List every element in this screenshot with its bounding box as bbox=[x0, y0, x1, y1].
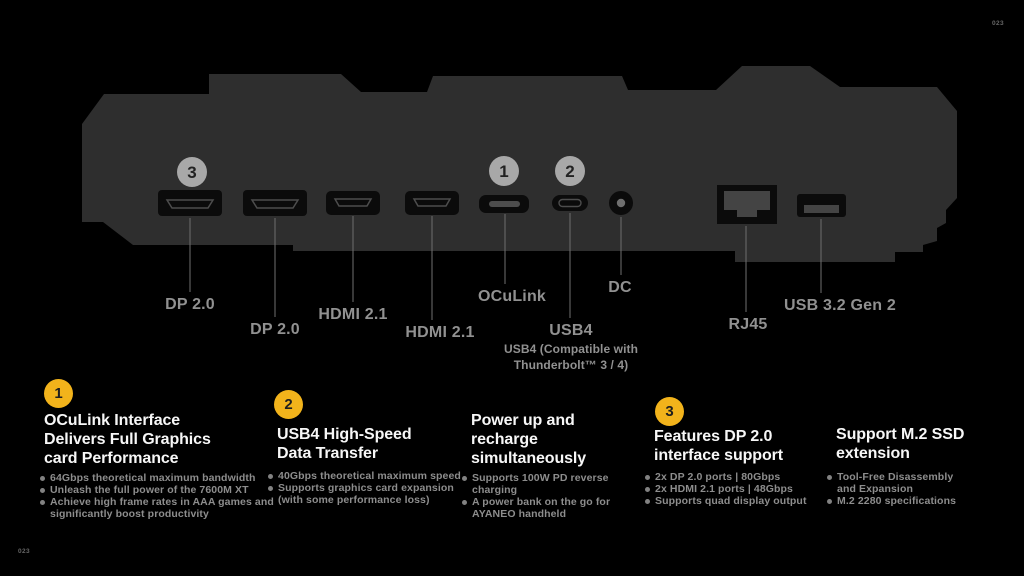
callout-3-heading: Power up and recharge simultaneously bbox=[471, 411, 586, 468]
usb4-port bbox=[552, 195, 588, 211]
port-sublabel-usb4-line1: USB4 (Compatible with bbox=[503, 342, 639, 356]
port-label-dp2: DP 2.0 bbox=[250, 321, 300, 338]
bullet-dot bbox=[268, 485, 273, 491]
heading-line: OCuLink Interface bbox=[44, 412, 181, 429]
bullet-dot bbox=[462, 475, 467, 481]
bullet-item-continuation: significantly boost productivity bbox=[50, 508, 209, 520]
hdmi-port-2 bbox=[405, 191, 459, 215]
bullet-dot bbox=[827, 474, 832, 480]
bullet-item-continuation: (with some performance loss) bbox=[278, 494, 430, 506]
port-label-oculink: OCuLink bbox=[477, 288, 547, 305]
callout-2-heading: USB4 High-Speed Data Transfer bbox=[277, 425, 412, 463]
bullet-dot bbox=[462, 499, 467, 505]
ports bbox=[158, 185, 846, 224]
bullet-dot bbox=[40, 487, 45, 493]
marker-number-3: 3 bbox=[187, 163, 196, 182]
callout-4-heading: Features DP 2.0 interface support bbox=[654, 427, 783, 465]
device-rear-illustration: 3 1 2 bbox=[82, 66, 957, 320]
device-markers: 3 1 2 bbox=[177, 156, 585, 187]
port-label-usb32: USB 3.2 Gen 2 bbox=[784, 297, 896, 314]
dc-jack-pin bbox=[616, 198, 626, 208]
marker-circle-2 bbox=[555, 156, 585, 186]
bullet-item: A power bank on the go for bbox=[462, 496, 610, 508]
hdmi-port-1-slot bbox=[333, 198, 373, 207]
callout-4-number: 3 bbox=[665, 403, 674, 420]
heading-line: USB4 High-Speed bbox=[277, 426, 412, 443]
usb4-port-slot bbox=[558, 198, 582, 208]
bullet-item: Supports 100W PD reverse bbox=[462, 472, 610, 484]
port-label-hdmi1: HDMI 2.1 bbox=[318, 306, 388, 323]
dp-port-1-slot bbox=[165, 199, 215, 209]
bullet-item: 64Gbps theoretical maximum bandwidth bbox=[40, 472, 274, 484]
heading-line: extension bbox=[836, 445, 910, 462]
callout-2-badge: 2 bbox=[274, 390, 303, 419]
heading-line: interface support bbox=[654, 447, 783, 464]
bullet-dot bbox=[827, 498, 832, 504]
port-label-dp1: DP 2.0 bbox=[165, 296, 215, 313]
callout-3-bullets: Supports 100W PD reverse charging A powe… bbox=[462, 472, 610, 520]
heading-line: Delivers Full Graphics bbox=[44, 431, 211, 448]
port-sublabel-usb4-line2: Thunderbolt™ 3 / 4) bbox=[513, 358, 629, 372]
callout-5-heading: Support M.2 SSD extension bbox=[836, 425, 964, 463]
bullet-dot bbox=[645, 474, 650, 480]
callout-1-number: 1 bbox=[54, 385, 63, 402]
bullet-item: Supports graphics card expansion bbox=[268, 482, 461, 494]
leader-lines bbox=[189, 213, 822, 320]
dp-port-1 bbox=[158, 190, 222, 216]
bullet-item: Achieve high frame rates in AAA games an… bbox=[40, 496, 274, 508]
marker-circle-3 bbox=[177, 157, 207, 187]
heading-line: card Performance bbox=[44, 450, 179, 467]
callout-2-number: 2 bbox=[284, 396, 293, 413]
bullet-item: Unleash the full power of the 7600M XT bbox=[40, 484, 274, 496]
rj45-port-inner bbox=[724, 191, 770, 217]
bullet-item: 2x HDMI 2.1 ports | 48Gbps bbox=[645, 483, 807, 495]
bullet-dot bbox=[645, 486, 650, 492]
callout-4-badge: 3 bbox=[655, 397, 684, 426]
callout-1-badge: 1 bbox=[44, 379, 73, 408]
bullet-dot bbox=[645, 498, 650, 504]
bullet-item: 2x DP 2.0 ports | 80Gbps bbox=[645, 471, 807, 483]
usb-a-port-tongue bbox=[804, 205, 839, 213]
page-number-bottom-left: 023 bbox=[18, 548, 31, 555]
port-label-hdmi2: HDMI 2.1 bbox=[405, 324, 475, 341]
heading-line: Features DP 2.0 bbox=[654, 428, 773, 445]
marker-number-1: 1 bbox=[499, 162, 508, 181]
bullet-item: M.2 2280 specifications bbox=[827, 495, 956, 507]
hdmi-port-2-slot bbox=[412, 198, 452, 207]
bullet-dot bbox=[268, 473, 273, 479]
bullet-item: 40Gbps theoretical maximum speed bbox=[268, 470, 461, 482]
port-label-dc: DC bbox=[608, 279, 632, 296]
heading-line: Support M.2 SSD bbox=[836, 426, 965, 443]
callout-1-heading: OCuLink Interface Delivers Full Graphics… bbox=[44, 411, 211, 468]
bullet-item-continuation: and Expansion bbox=[837, 483, 913, 495]
port-label-rj45: RJ45 bbox=[728, 316, 768, 333]
marker-circle-1 bbox=[489, 156, 519, 186]
callout-5-bullets: Tool-Free Disassembly and Expansion M.2 … bbox=[827, 471, 956, 507]
heading-line: Data Transfer bbox=[277, 445, 378, 462]
callout-2-bullets: 40Gbps theoretical maximum speed Support… bbox=[268, 470, 461, 506]
marker-number-2: 2 bbox=[565, 162, 574, 181]
dp-port-2-slot bbox=[250, 199, 300, 209]
hdmi-port-1 bbox=[326, 191, 380, 215]
heading-line: recharge bbox=[471, 431, 538, 448]
dp-port-2 bbox=[243, 190, 307, 216]
bullet-item-continuation: AYANEO handheld bbox=[472, 508, 567, 520]
port-label-usb4: USB4 bbox=[549, 322, 593, 339]
bullet-dot bbox=[40, 499, 45, 505]
heading-line: Power up and bbox=[471, 412, 575, 429]
callout-4-bullets: 2x DP 2.0 ports | 80Gbps 2x HDMI 2.1 por… bbox=[645, 471, 807, 507]
page-number-top-right: 023 bbox=[991, 20, 1004, 27]
callout-1-bullets: 64Gbps theoretical maximum bandwidth Unl… bbox=[40, 472, 274, 520]
bullet-dot bbox=[40, 475, 45, 481]
oculink-port-slot bbox=[489, 201, 520, 207]
device-silhouette bbox=[82, 66, 957, 262]
bullet-item: Supports quad display output bbox=[645, 495, 807, 507]
heading-line: simultaneously bbox=[471, 450, 587, 467]
bullet-item-continuation: charging bbox=[472, 484, 518, 496]
bullet-item: Tool-Free Disassembly bbox=[827, 471, 956, 483]
